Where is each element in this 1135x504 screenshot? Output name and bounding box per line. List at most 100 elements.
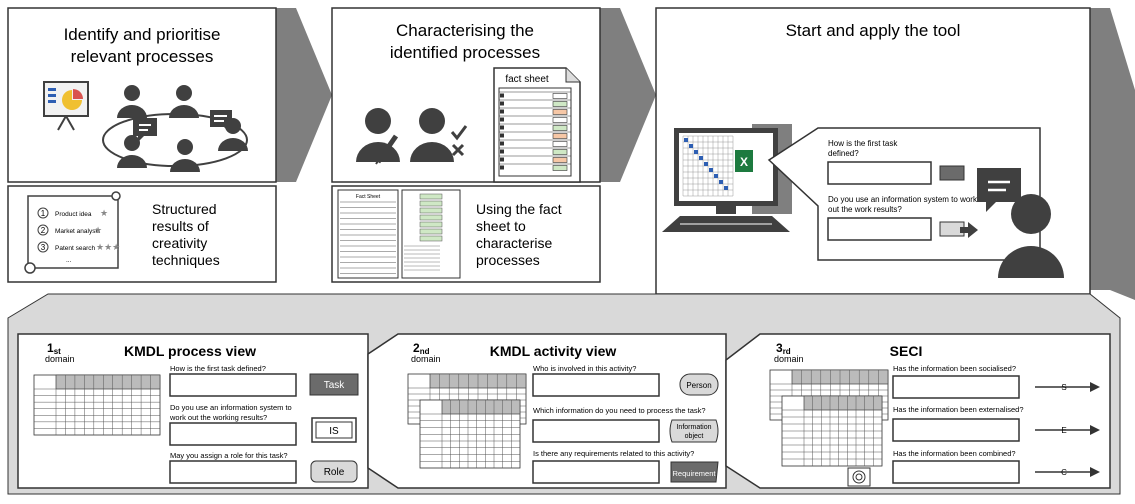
fact-sheet-document: fact sheet — [493, 67, 581, 183]
scroll-number-3: 3 — [41, 243, 46, 252]
combination-arrow: C — [1035, 467, 1100, 477]
domain3-q3: Has the information been combined? — [893, 449, 1016, 458]
domain1-q2: Do you use an information system to — [170, 403, 292, 412]
requirement-tag — [670, 461, 719, 483]
domain2-label: domain — [411, 354, 441, 364]
information-object-label-2: object — [685, 433, 704, 440]
tool-q1: How is the first task — [828, 139, 898, 148]
tool-q1b: defined? — [828, 149, 859, 158]
star-icon: ★ — [94, 225, 102, 235]
fact-sheet-cell — [419, 221, 443, 228]
information-object-tag — [669, 419, 719, 443]
checkbox-mark — [500, 93, 504, 98]
domain2-q2: Which information do you need to process… — [533, 406, 706, 415]
arrow-right-icon — [960, 222, 978, 238]
person-check-cross-icon — [410, 108, 468, 162]
matrix-cell — [714, 174, 718, 178]
domain3-answer-field-3[interactable] — [892, 460, 1020, 484]
speech-bubble-icon — [133, 110, 232, 142]
domain3-title: SECI — [890, 343, 923, 359]
domain2-answer-field-2[interactable] — [532, 419, 660, 443]
task-tag — [309, 373, 359, 396]
computer-icon: X — [662, 124, 792, 232]
tool-answer-field-1[interactable] — [827, 161, 932, 185]
fact-sheet-cell — [552, 101, 568, 107]
checkbox-mark — [500, 133, 504, 138]
user-chat-icon — [977, 168, 1064, 278]
small-fact-sheet-title: Fact Sheet — [356, 194, 381, 200]
fact-sheet-label: fact sheet — [505, 74, 549, 85]
scroll-number-1: 1 — [41, 209, 46, 218]
step3-title: Start and apply the tool — [786, 21, 961, 40]
matrix-cell — [684, 138, 688, 142]
matrix-cell — [694, 150, 698, 154]
fact-sheet-cell — [419, 235, 443, 242]
combination-letter: C — [1061, 468, 1067, 477]
matrix-cell — [689, 144, 693, 148]
step2-sub-text-1: Using the fact — [476, 201, 562, 217]
star-icon: ★ — [100, 208, 108, 218]
domain3-q1: Has the information been socialised? — [893, 364, 1016, 373]
fact-sheet-cell — [552, 165, 568, 171]
star-icon: ★★★ — [96, 242, 120, 252]
checkbox-mark — [500, 117, 504, 122]
domain1-q3: May you assign a role for this task? — [170, 451, 288, 460]
domain2-answer-field-3[interactable] — [532, 460, 660, 484]
domain2-answer-field-1[interactable] — [532, 373, 660, 397]
domain1-num: 1st — [47, 341, 61, 356]
externalisation-arrow: E — [1035, 425, 1100, 435]
is-tag-label: IS — [329, 426, 339, 437]
scroll-item-4: ... — [66, 257, 72, 264]
matrix-header — [55, 374, 161, 390]
scroll-item-2: Market analysis — [55, 228, 101, 235]
person-tag — [679, 373, 719, 396]
domain3-q2: Has the information been externalised? — [893, 405, 1024, 414]
matrix-header — [803, 395, 883, 411]
excel-icon: X — [740, 155, 748, 169]
chevron-arrow-2 — [600, 8, 656, 182]
presentation-board-icon — [43, 81, 89, 131]
domain2-title: KMDL activity view — [490, 343, 617, 359]
domain1-answer-field-1[interactable] — [169, 373, 297, 397]
socialisation-arrow: S — [1035, 382, 1100, 392]
matrix-thumbnail — [407, 373, 527, 469]
checkbox-mark — [500, 165, 504, 170]
checkbox-mark — [500, 141, 504, 146]
checkbox-mark — [500, 149, 504, 154]
matrix-cell — [704, 162, 708, 166]
role-tag — [310, 460, 358, 483]
domain2-num: 2nd — [413, 341, 430, 356]
domain3-answer-field-1[interactable] — [892, 375, 1020, 399]
domain3-num: 3rd — [776, 341, 791, 356]
matrix-cell — [699, 156, 703, 160]
matrix-cell — [719, 180, 723, 184]
step1-sub-text-4: techniques — [152, 252, 220, 268]
domain1-answer-field-3[interactable] — [169, 460, 297, 484]
step1-sub-text-2: results of — [152, 218, 209, 234]
fact-sheet-cell — [419, 200, 443, 207]
matrix-header — [441, 399, 521, 415]
step1-title-line2: relevant processes — [71, 47, 214, 66]
checkbox-mark — [500, 125, 504, 130]
domain1-answer-field-2[interactable] — [169, 422, 297, 446]
fact-sheet-cell — [419, 193, 443, 200]
domain3-label: domain — [774, 354, 804, 364]
tool-q2b: out the work results? — [828, 205, 902, 214]
step1-sub-text-1: Structured — [152, 201, 217, 217]
fact-sheet-cell — [552, 93, 568, 99]
checkbox-mark — [500, 109, 504, 114]
small-fact-sheet-icon: Fact Sheet — [337, 189, 461, 279]
domain3-answer-field-2[interactable] — [892, 418, 1020, 442]
tool-answer-field-2[interactable] — [827, 217, 932, 241]
fact-sheet-cell — [552, 109, 568, 115]
role-tag-label: Role — [324, 467, 345, 478]
fact-sheet-cell — [552, 141, 568, 147]
step2-sub-text-4: processes — [476, 252, 540, 268]
step2-sub-text-3: characterise — [476, 235, 552, 251]
tool-tag-1 — [939, 165, 965, 181]
socialisation-letter: S — [1061, 383, 1066, 392]
chevron-arrow-3 — [1090, 8, 1135, 300]
matrix-thumbnail — [769, 369, 889, 467]
fact-sheet-cell — [419, 207, 443, 214]
